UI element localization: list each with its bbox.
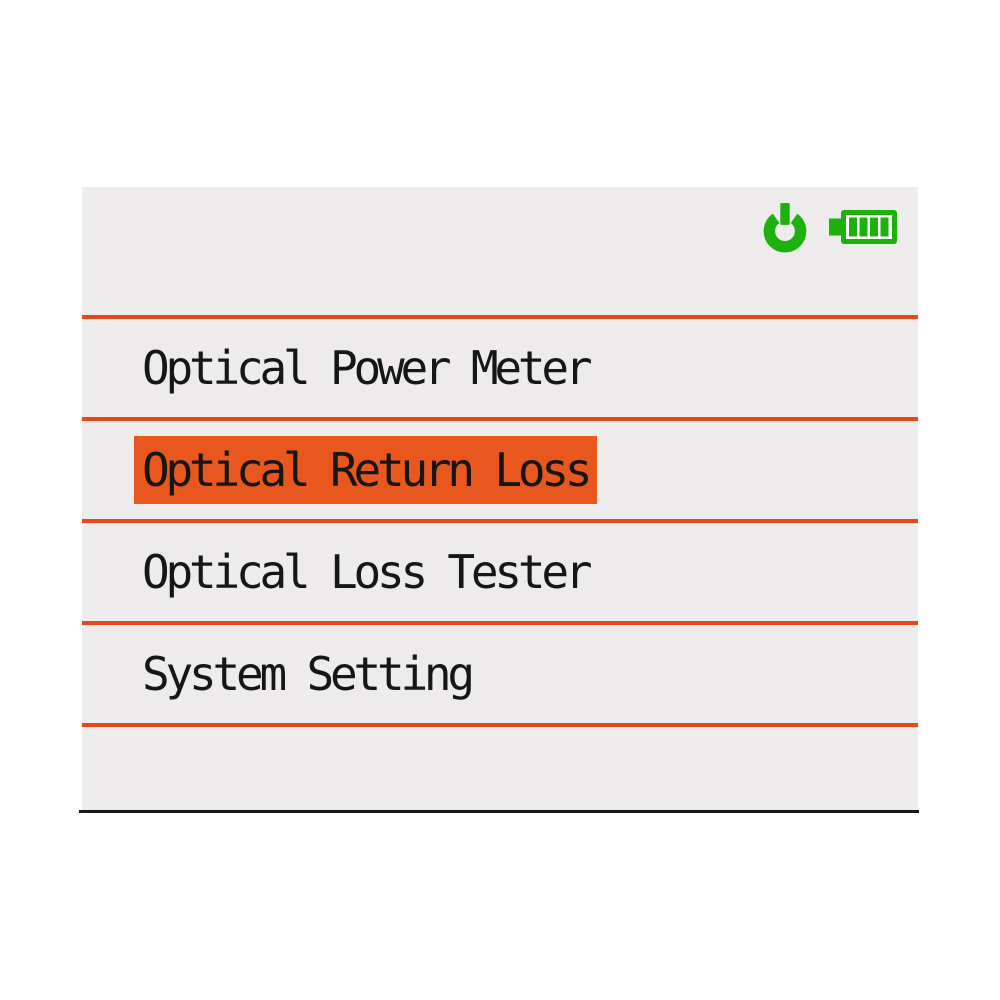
menu-item-label-selected: Optical Return Loss (134, 436, 598, 504)
menu-item-optical-return-loss[interactable]: Optical Return Loss (82, 421, 918, 519)
menu-item-optical-power-meter[interactable]: Optical Power Meter (82, 319, 918, 417)
divider (82, 417, 918, 421)
divider (82, 723, 918, 727)
menu-item-label: Optical Power Meter (142, 341, 593, 395)
power-icon (763, 203, 807, 253)
menu-item-label: Optical Loss Tester (142, 545, 593, 599)
divider (82, 621, 918, 625)
menu-item-optical-loss-tester[interactable]: Optical Loss Tester (82, 523, 918, 621)
device-screen: Optical Power Meter Optical Return Loss … (82, 187, 918, 810)
status-bar (82, 187, 918, 315)
battery-icon (829, 210, 897, 244)
menu-item-system-setting[interactable]: System Setting (82, 625, 918, 723)
divider (82, 315, 918, 319)
screen-bottom-edge (79, 810, 919, 813)
menu-item-label: System Setting (142, 647, 475, 701)
empty-footer-area (82, 727, 918, 810)
divider (82, 519, 918, 523)
